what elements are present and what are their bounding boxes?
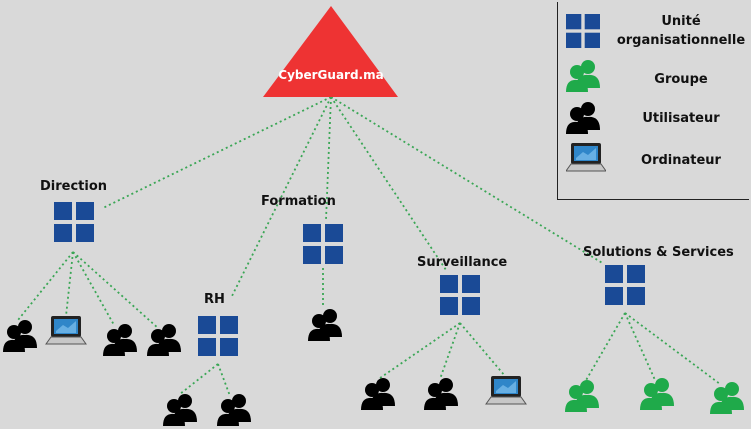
group-icon: [710, 382, 744, 414]
unit-direction-label: Direction: [40, 179, 107, 194]
org-unit-icon: [54, 202, 94, 242]
legend-group-label: Groupe: [654, 72, 708, 87]
legend-row-group: Groupe: [558, 60, 750, 92]
unit-surveillance-label: Surveillance: [417, 255, 507, 270]
laptop-icon: [566, 142, 606, 172]
org-unit-icon: [303, 224, 343, 264]
unit-solutions: Solutions & Services: [583, 245, 734, 305]
root-label: CyberGuard.ma: [278, 68, 383, 82]
user-icon: [424, 378, 458, 410]
legend-user-label: Utilisateur: [642, 111, 720, 126]
legend: Unité organisationnelle Groupe Utilisate…: [557, 2, 749, 200]
unit-formation: Formation: [261, 194, 343, 264]
user-icon: [308, 309, 342, 341]
user-icon: [147, 324, 181, 356]
user-icon: [361, 378, 395, 410]
org-unit-icon: [566, 14, 600, 48]
unit-solutions-label: Solutions & Services: [583, 245, 734, 260]
legend-row-unit: Unité organisationnelle: [558, 12, 750, 52]
root-node: CyberGuard.ma: [263, 6, 398, 97]
user-icon: [163, 394, 197, 426]
legend-unit-label: Unité organisationnelle: [616, 14, 746, 48]
org-unit-icon: [198, 316, 238, 356]
legend-row-user: Utilisateur: [558, 100, 750, 134]
group-icon: [640, 378, 674, 410]
laptop-icon: [45, 315, 87, 345]
laptop-icon: [485, 375, 527, 405]
connector-lines: [17, 96, 721, 397]
legend-row-computer: Ordinateur: [558, 142, 750, 182]
unit-surveillance: Surveillance: [417, 255, 507, 315]
group-icon: [566, 60, 600, 92]
user-icon: [103, 324, 137, 356]
root-triangle: [263, 6, 398, 97]
unit-rh-label: RH: [204, 292, 225, 307]
org-unit-icon: [605, 265, 645, 305]
user-icon: [566, 102, 600, 134]
legend-computer-label: Ordinateur: [641, 153, 721, 168]
unit-formation-label: Formation: [261, 194, 336, 209]
unit-rh: RH: [198, 292, 238, 356]
group-icon: [565, 380, 599, 412]
unit-direction: Direction: [40, 179, 107, 242]
user-icon: [3, 320, 37, 352]
org-unit-icon: [440, 275, 480, 315]
user-icon: [217, 394, 251, 426]
